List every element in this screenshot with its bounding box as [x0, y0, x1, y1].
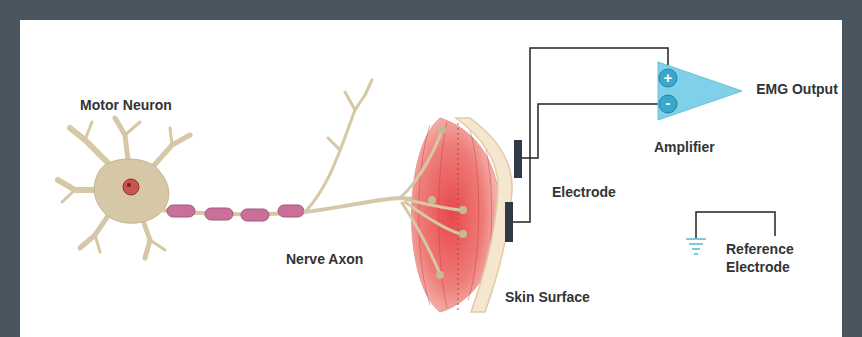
nucleolus — [127, 183, 131, 187]
pin-label: + — [660, 70, 676, 86]
pin-label: - — [660, 95, 676, 111]
terminal-buttons — [428, 126, 467, 279]
nucleus — [123, 179, 139, 195]
part-label: Motor Neuron — [80, 96, 200, 114]
input-terminal — [659, 95, 677, 113]
part-label: Reference Electrode — [726, 240, 810, 276]
amplifier-symbol — [658, 62, 742, 120]
part-label: Skin Surface — [505, 288, 615, 306]
part-label: Nerve Axon — [286, 250, 396, 268]
signal-label: EMG Output — [756, 80, 838, 98]
midline — [458, 118, 459, 312]
electrode — [505, 202, 513, 242]
electrode — [514, 140, 522, 178]
skin — [456, 118, 512, 312]
axon-terminals — [305, 80, 462, 274]
ground-symbol — [686, 239, 706, 254]
part-label: Amplifier — [654, 138, 744, 156]
part-label: Electrode — [552, 183, 642, 201]
dendrites — [58, 118, 190, 258]
wire — [513, 48, 775, 238]
input-terminal — [659, 69, 677, 87]
myelin-sheath — [167, 205, 304, 221]
cell-body — [94, 159, 169, 223]
panel — [20, 20, 842, 337]
